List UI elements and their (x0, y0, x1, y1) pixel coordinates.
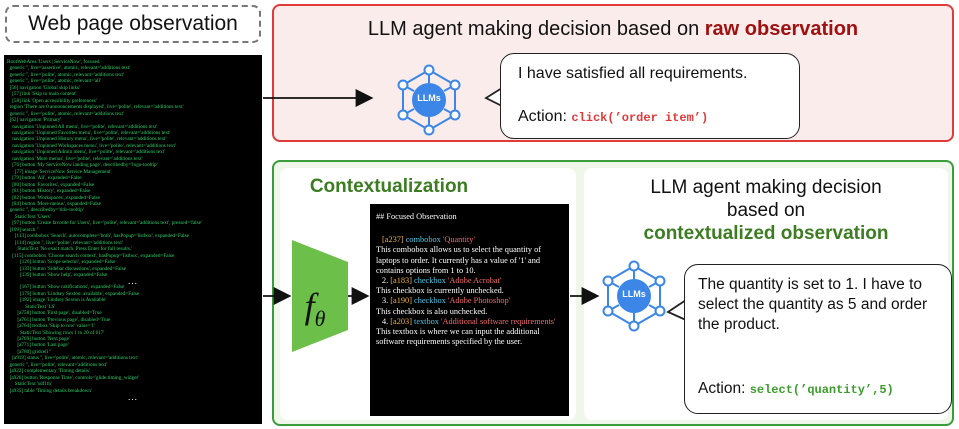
tree-line: [114] region '', live='polite', relevant… (7, 239, 123, 246)
raw-action-code: click(’order item’) (571, 111, 709, 125)
ftheta-label: fθ (304, 286, 326, 332)
tree-line: [62] navigation 'Primary' (7, 117, 62, 124)
tree-line: StaticText 'Users' (7, 213, 51, 220)
focused-observation-box: ## Focused Observation [a237] combobox '… (370, 204, 569, 416)
raw-action: Action: click(’order item’) (518, 108, 709, 125)
tree-line: region 'There are 0 announcements displa… (7, 104, 184, 111)
tree-line: [79] button 'All', expanded=False (7, 175, 82, 182)
tree-line: [a919] status '', live='polite', atomic,… (7, 355, 138, 362)
tree-line: StaticText 'LS' (7, 303, 56, 310)
tree-line: [133] button 'Sidebar discussions', expa… (7, 265, 127, 272)
focused-item-desc: This checkbox is currently unchecked. (376, 286, 504, 296)
focused-item-desc: This checkbox is also unchecked. (376, 306, 488, 316)
tree-line: [113] combobox 'Search', autocomplete='b… (7, 233, 189, 240)
tree-line: [126] button 'Scope selector', expanded=… (7, 259, 116, 266)
raw-decision-title: LLM agent making decision based on raw o… (367, 18, 859, 40)
tree-line: navigation 'More menus', live='polite', … (7, 155, 143, 162)
tree-line: [58] link 'Open accessibility preference… (7, 97, 97, 104)
focused-item-ref: [a190] (390, 296, 412, 306)
focused-item: 3. [a190] checkbox 'Adobe Photoshop'This… (376, 296, 563, 316)
focused-item-role: checkbox (414, 276, 446, 286)
tree-line: generic '', live='polite', atomic, relev… (7, 78, 101, 85)
tree-line: [a769] button 'Next page' (7, 336, 70, 343)
tree-ellipsis: ... (128, 276, 138, 287)
focused-item-ref: [a183] (390, 276, 412, 286)
focused-item-ref: [a237] (382, 235, 404, 245)
tree-line: [80] button 'Favorites', expanded=False (7, 181, 95, 188)
tree-line: [109] search '' (7, 226, 39, 233)
tree-line: [82] button 'Workspaces', expanded=False (7, 194, 100, 201)
focused-item-role: textbox (414, 316, 439, 326)
tree-line: [a771] button 'Last page' (7, 342, 69, 349)
tree-line: [a926] button 'Response Time', controls=… (7, 374, 139, 381)
tree-line: [57] link 'Skip to main content' (7, 91, 77, 98)
bubble-tail-top (484, 87, 503, 107)
tree-line: RootWebArea 'Users | ServiceNow', focuse… (7, 59, 100, 65)
focused-item-desc: This textbox is where we can input the a… (376, 327, 540, 347)
tree-line: navigation 'Unpinned Workspaces menu', l… (7, 142, 176, 149)
contextualized-decision-title: LLM agent making decision based on conte… (643, 177, 889, 244)
tree-line: generic '', live='polite', atomic, relev… (7, 110, 124, 117)
tree-line: [a764] textbox 'Skip to row' value='1' (7, 323, 96, 330)
tree-line: [182] image 'Lindsey Sexton is Available… (7, 297, 107, 304)
focused-item-num: 2. (382, 276, 391, 286)
tree-line: [a758] button 'First page', disabled=Tru… (7, 310, 102, 317)
tree-line: StaticText 'No exact match. Press Enter … (7, 246, 133, 253)
raw-speech-bubble (500, 53, 800, 139)
ftheta-trapezoid (292, 240, 348, 352)
tree-ellipsis: ... (128, 392, 138, 403)
tree-line: [115] combobox 'Choose search context', … (7, 252, 175, 259)
tree-line: [84] button 'More menus', expanded=False (7, 200, 101, 207)
contextual-action-code: select(’quantity’,5) (749, 383, 894, 397)
accessibility-tree-panel: RootWebArea 'Users | ServiceNow', focuse… (4, 55, 262, 424)
focused-item-role: checkbox (414, 296, 446, 306)
tree-line: [a761] button 'Previous page', disabled=… (7, 316, 111, 323)
tree-line: generic '', describedby='title-tooltip' (7, 207, 84, 214)
observation-title: Web page observation (5, 5, 261, 43)
llm-label-bottom: LLMs (622, 289, 646, 299)
contextual-bubble-text: The quantity is set to 1. I have to sele… (698, 276, 928, 333)
focused-item-ref: [a203] (390, 316, 412, 326)
tree-line: [77] image 'ServiceNow Service Managemen… (7, 168, 112, 175)
contextualization-title: Contextualization (309, 176, 469, 197)
tree-line: [81] button 'History', expanded=False (7, 188, 91, 195)
contextual-speech-bubble (684, 264, 952, 414)
tree-line: [76] button 'My ServiceNow landing page'… (7, 162, 158, 169)
tree-line: [56] navigation 'Global skip links' (7, 84, 81, 91)
llm-label-top: LLMs (417, 93, 441, 103)
tree-line: [179] button 'Lindsey Sexton: available'… (7, 290, 140, 297)
focused-item-desc: This combobox allows us to select the qu… (376, 245, 541, 275)
contextual-action: Action: select(’quantity’,5) (698, 380, 894, 397)
tree-line: [139] button 'Show help', expanded=False (7, 271, 108, 278)
tree-line: navigation 'Unpinned All menu', live='po… (7, 123, 158, 130)
raw-bubble-text: I have satisfied all requirements. (518, 65, 748, 82)
tree-line: [a935] table 'Timing details breakdown' (7, 387, 92, 394)
focused-item-num: 3. (382, 296, 391, 306)
tree-line: generic '', live='polite', atomic, relev… (7, 71, 124, 78)
tree-line: [167] button 'Show notifications', expan… (7, 284, 125, 291)
focused-item-name: 'Additional software requirements' (441, 316, 556, 326)
focused-item: 4. [a203] textbox 'Additional software r… (376, 317, 563, 348)
tree-line: StaticText 'sdf1th' (7, 381, 52, 388)
focused-item-name: 'Quantity' (442, 235, 475, 245)
focused-item: 2. [a183] checkbox 'Adobe Acrobat'This c… (376, 276, 563, 296)
focused-observation-heading: ## Focused Observation (376, 212, 457, 221)
focused-item-name: 'Adobe Acrobat' (447, 276, 502, 286)
tree-line: [a922] complementary 'Timing details' (7, 368, 90, 375)
tree-line: generic '', live='assertive', atomic, re… (7, 65, 131, 72)
focused-item-role: combobox (405, 235, 441, 245)
tree-line: navigation 'Unpinned Admin menu', live='… (7, 149, 166, 156)
tree-line: navigation 'Unpinned History menu', live… (7, 136, 167, 143)
focused-item-num: 4. (382, 316, 391, 326)
focused-item-name: 'Adobe Photoshop' (447, 296, 511, 306)
tree-line: [a780] gridcell '' (7, 348, 52, 355)
bubble-tail-bottom (666, 299, 687, 321)
tree-line: [97] button 'Create favorite for Users',… (7, 220, 202, 227)
tree-line: generic '', live='polite', relevant='add… (7, 361, 108, 368)
tree-line: navigation 'Unpinned Favorites menu', li… (7, 129, 171, 136)
tree-line: StaticText 'Showing rows 1 to 20 of 617' (7, 329, 105, 336)
focused-item: [a237] combobox 'Quantity'This combobox … (376, 235, 563, 276)
